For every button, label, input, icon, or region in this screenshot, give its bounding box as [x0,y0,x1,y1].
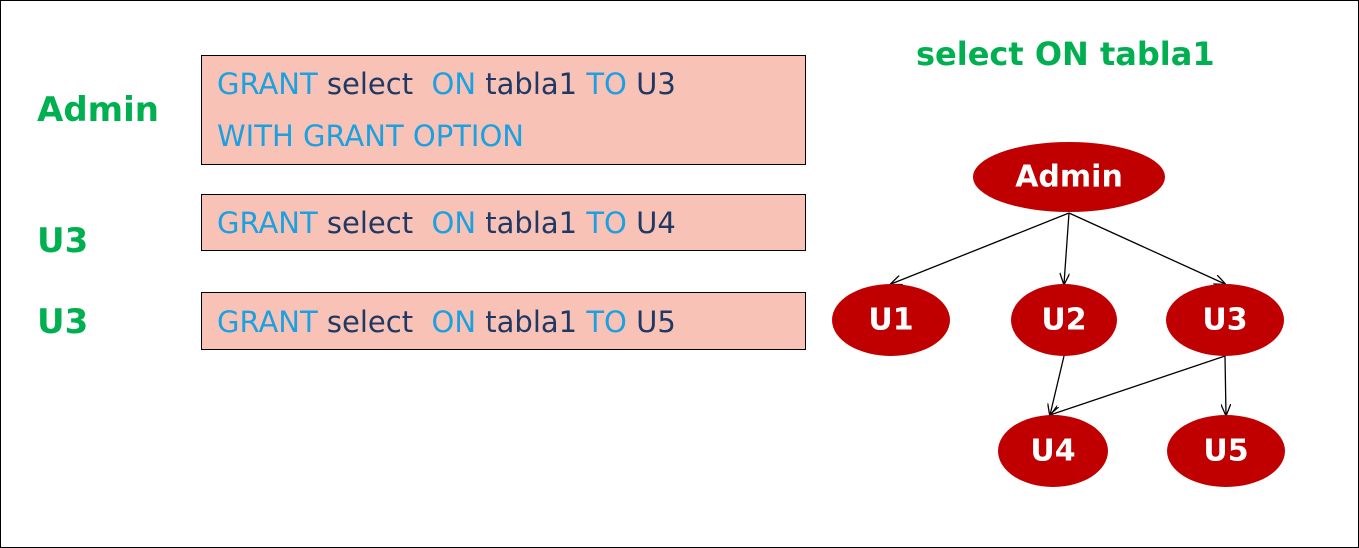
grant-statement-line: WITH GRANT OPTION [217,122,524,151]
graph-edges [891,212,1226,415]
sql-text: tabla1 [476,67,587,101]
sql-text: U5 [626,305,676,339]
edge-u3-u5 [1225,355,1226,415]
node-label: U4 [1030,434,1075,469]
node-label: Admin [1015,160,1123,195]
node-u3: U3 [1166,284,1284,356]
node-ellipse [1011,284,1117,356]
node-ellipse [832,284,950,356]
sql-text: select [317,206,432,240]
graph-title: select ON tabla1 [916,35,1215,73]
sql-text: select [317,305,432,339]
node-u2: U2 [1011,284,1117,356]
grant-statement-line: GRANT select ON tabla1 TO U5 [217,308,676,337]
sql-text: U3 [626,67,676,101]
edge-admin-u1 [891,212,1070,284]
sql-keyword: GRANT [217,67,318,101]
grant-statement-box-1: GRANT select ON tabla1 TO U3 WITH GRANT … [201,55,806,165]
grant-statement-box-2: GRANT select ON tabla1 TO U4 [201,194,806,251]
node-u4: U4 [998,415,1108,487]
actor-label-admin: Admin [37,90,159,130]
node-label: U5 [1203,434,1248,469]
sql-text: select [317,67,432,101]
sql-keyword: ON [431,305,477,339]
edge-u2-u4 [1050,355,1065,415]
node-u1: U1 [832,284,950,356]
grant-statement-line: GRANT select ON tabla1 TO U4 [217,209,676,238]
sql-text: U4 [626,206,676,240]
grant-statement-line: GRANT select ON tabla1 TO U3 [217,70,676,99]
edge-admin-u3 [1068,212,1225,284]
node-ellipse [998,415,1108,487]
edge-u3-u4 [1050,355,1226,415]
node-ellipse [1167,415,1285,487]
sql-text: tabla1 [476,206,587,240]
node-ellipse [1166,284,1284,356]
node-label: U2 [1041,303,1086,338]
grant-statement-box-3: GRANT select ON tabla1 TO U5 [201,292,806,350]
actor-label-u3-first: U3 [37,221,89,261]
node-u5: U5 [1167,415,1285,487]
sql-keyword: WITH GRANT OPTION [217,119,524,153]
node-admin: Admin [973,142,1165,212]
sql-keyword: TO [586,67,627,101]
sql-text: tabla1 [476,305,587,339]
sql-keyword: GRANT [217,305,318,339]
sql-keyword: TO [586,305,627,339]
sql-keyword: ON [431,67,477,101]
edge-admin-u2 [1064,212,1069,284]
node-label: U3 [1202,303,1247,338]
actor-label-u3-second: U3 [37,302,89,342]
sql-keyword: GRANT [217,206,318,240]
sql-keyword: TO [586,206,627,240]
sql-keyword: ON [431,206,477,240]
node-label: U1 [868,303,913,338]
node-ellipse [973,142,1165,212]
